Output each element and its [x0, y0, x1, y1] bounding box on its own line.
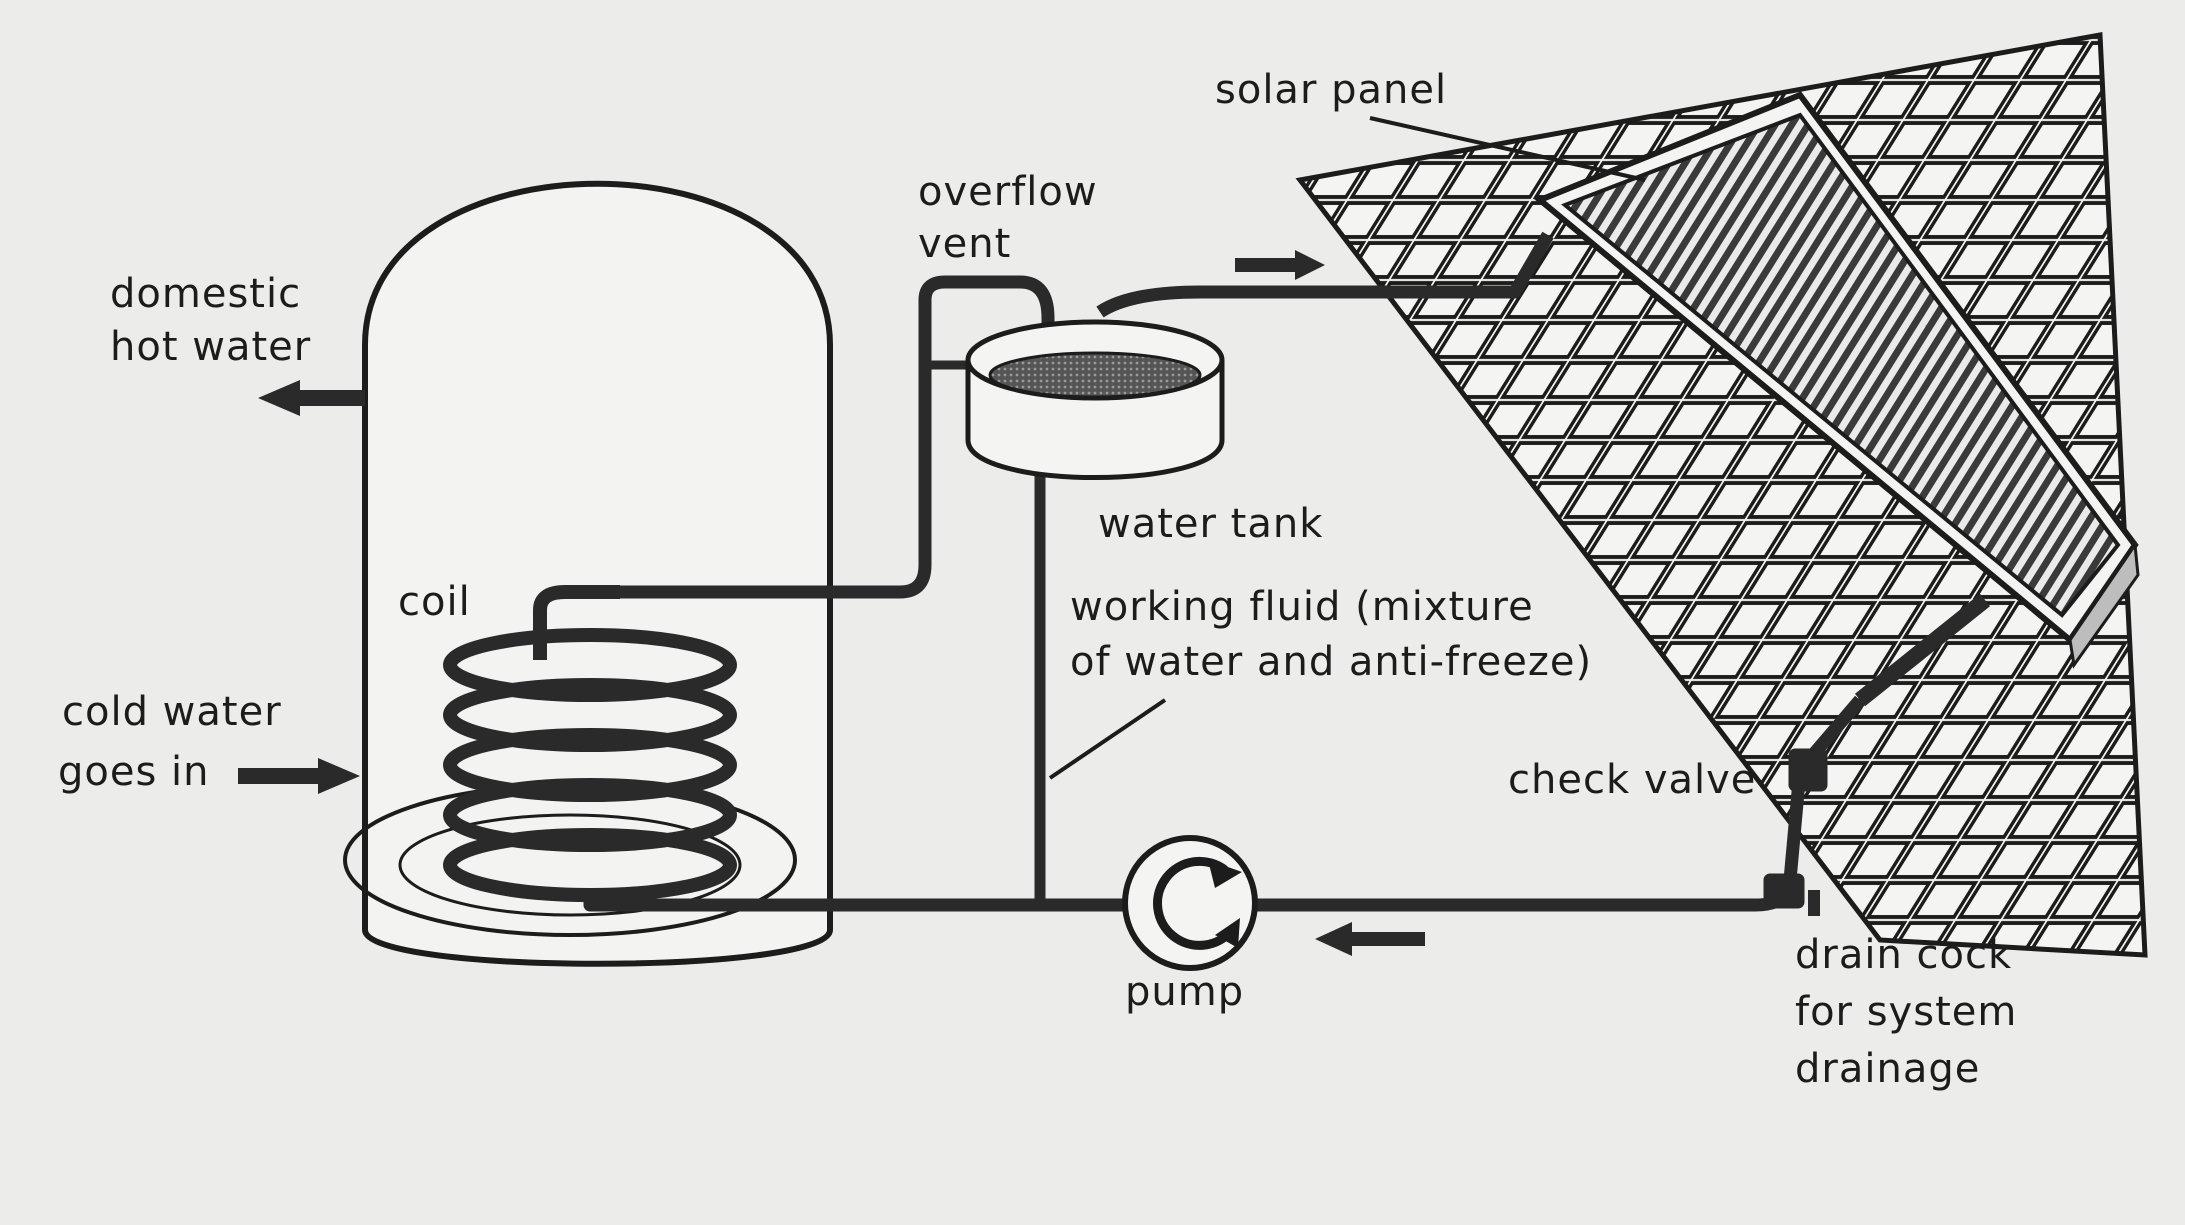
hot-water-cylinder: [343, 180, 833, 967]
label-water-tank: water tank: [1098, 501, 1323, 547]
label-pump: pump: [1125, 969, 1244, 1015]
labels: solar panel overflow vent domestic hot w…: [58, 67, 2017, 1092]
label-domestic-hot-water-line1: domestic: [110, 271, 301, 317]
pump: [1122, 835, 1258, 971]
solar-panel: [1534, 91, 2140, 669]
roof: [1295, 32, 2148, 958]
flow-arrows: [238, 250, 1425, 956]
label-overflow-vent-line2: vent: [918, 221, 1011, 267]
coil: [443, 585, 737, 902]
label-drain-cock-line2: for system: [1795, 989, 2017, 1035]
leader-lines: [1048, 116, 1646, 780]
cold-water-in-arrow: [238, 758, 360, 794]
label-cold-water-line1: cold water: [62, 689, 282, 735]
label-coil: coil: [398, 579, 471, 625]
label-overflow-vent-line1: overflow: [918, 169, 1098, 215]
label-check-valve: check valve: [1508, 757, 1756, 803]
label-working-fluid-line1: working fluid (mixture: [1070, 584, 1534, 630]
label-cold-water-line2: goes in: [58, 749, 210, 795]
hot-water-out-arrow: [258, 380, 365, 416]
label-working-fluid-line2: of water and anti-freeze): [1070, 639, 1592, 685]
label-drain-cock-line1: drain cock: [1795, 932, 2012, 978]
return-arrow: [1315, 922, 1425, 956]
label-drain-cock-line3: drainage: [1795, 1046, 1980, 1092]
label-solar-panel: solar panel: [1215, 67, 1447, 113]
to-panel-arrow: [1235, 250, 1325, 280]
water-tank: [965, 319, 1225, 480]
label-domestic-hot-water-line2: hot water: [110, 324, 311, 370]
pipes: [583, 231, 1990, 916]
